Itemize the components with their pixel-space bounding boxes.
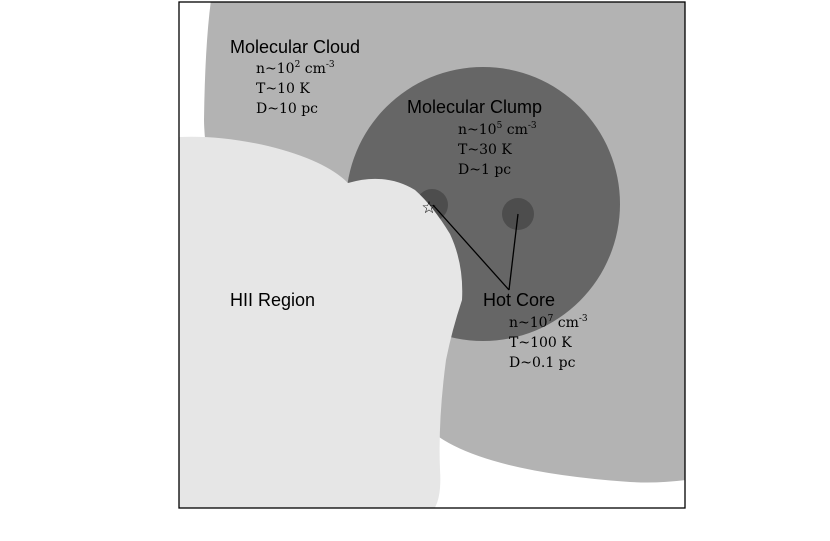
molecular-cloud-density: n~102 cm-3	[256, 60, 335, 77]
hot-core-size: D~0.1 pc	[509, 355, 576, 371]
hot-core-temperature: T~100 K	[509, 335, 572, 351]
molecular-cloud-size: D~10 pc	[256, 101, 318, 117]
molecular-clump-size: D~1 pc	[458, 162, 511, 178]
molecular-clump-temperature: T~30 K	[458, 142, 512, 158]
molecular-cloud-title: Molecular Cloud	[230, 37, 360, 57]
hot-core-title: Hot Core	[483, 290, 555, 310]
hot-core-density: n~107 cm-3	[509, 314, 588, 331]
hii-region-title: HII Region	[230, 290, 315, 310]
star-icon: ☆	[421, 198, 436, 218]
hot-core-pointer-right	[508, 213, 519, 291]
hot-core-pointer-left	[432, 204, 510, 291]
hii-region	[179, 136, 463, 508]
diagram-frame	[178, 1, 686, 509]
molecular-clump-title: Molecular Clump	[407, 97, 542, 117]
molecular-clump-density: n~105 cm-3	[458, 121, 537, 138]
molecular-cloud-temperature: T~10 K	[256, 81, 310, 97]
